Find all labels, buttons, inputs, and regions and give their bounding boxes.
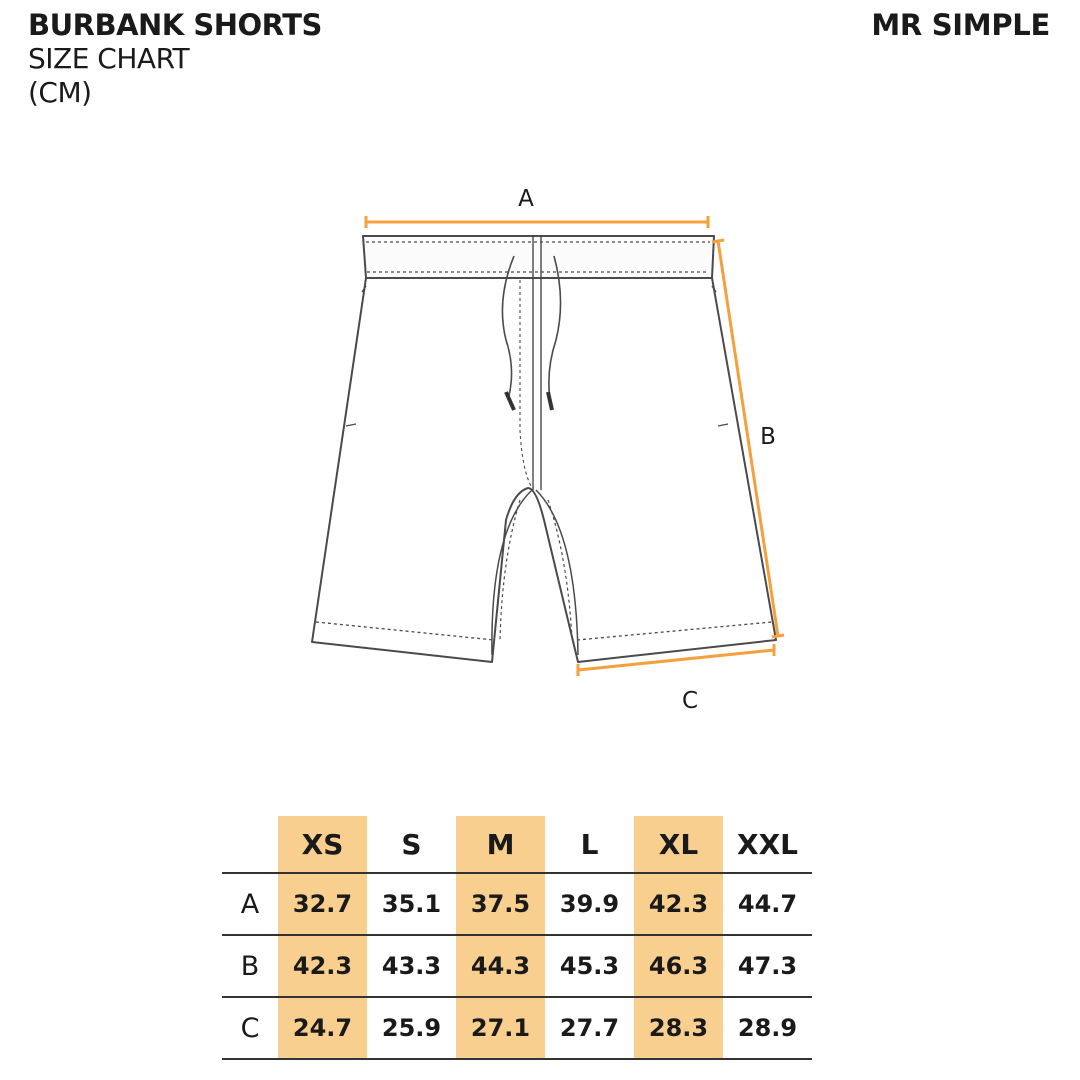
measure-cell: 37.5 (456, 872, 545, 935)
measure-cell: 28.9 (723, 996, 812, 1060)
shorts-outline (311, 235, 777, 663)
label-a: A (518, 186, 534, 212)
measure-cell: 35.1 (367, 872, 456, 935)
size-header-row: XS S M L XL XXL (222, 816, 812, 873)
measure-cell: 42.3 (278, 934, 367, 997)
measure-cell: 46.3 (634, 934, 723, 997)
size-header: M (456, 816, 545, 873)
measure-cell: 39.9 (545, 872, 634, 935)
measure-cell: 47.3 (723, 934, 812, 997)
measure-lines (364, 216, 785, 676)
title-block: BURBANK SHORTS SIZE CHART (CM) (28, 8, 322, 110)
measure-cell: 44.7 (723, 872, 812, 935)
measure-cell: 27.7 (545, 996, 634, 1060)
label-b: B (760, 424, 776, 450)
table-row: A 32.7 35.1 37.5 39.9 42.3 44.7 (222, 872, 812, 935)
size-header: XXL (736, 827, 799, 861)
row-label: A (222, 872, 278, 935)
product-title: BURBANK SHORTS (28, 8, 322, 42)
measure-cell: 28.3 (634, 996, 723, 1060)
measure-cell: 44.3 (456, 934, 545, 997)
measure-cell: 45.3 (545, 934, 634, 997)
measure-cell: 32.7 (278, 872, 367, 935)
shorts-diagram: A B C (311, 186, 785, 714)
size-header: S (401, 827, 422, 861)
unit-label: (CM) (28, 76, 92, 109)
measure-cell: 42.3 (634, 872, 723, 935)
row-label: B (222, 934, 278, 997)
measure-cell: 43.3 (367, 934, 456, 997)
measure-cell: 27.1 (456, 996, 545, 1060)
size-header: XS (278, 816, 367, 873)
table-row: C 24.7 25.9 27.1 27.7 28.3 28.9 (222, 996, 812, 1060)
row-label: C (222, 996, 278, 1060)
brand-name: MR SIMPLE (871, 8, 1050, 42)
table-row: B 42.3 43.3 44.3 45.3 46.3 47.3 (222, 934, 812, 997)
size-header: L (580, 827, 599, 861)
label-c: C (682, 688, 698, 714)
chart-subtitle: SIZE CHART (28, 42, 190, 75)
size-table: XS S M L XL XXL A 32.7 35.1 37.5 39.9 42… (222, 816, 812, 1060)
measure-cell: 24.7 (278, 996, 367, 1060)
corner-cell (222, 816, 278, 873)
size-header: XL (634, 816, 723, 873)
measure-cell: 25.9 (367, 996, 456, 1060)
